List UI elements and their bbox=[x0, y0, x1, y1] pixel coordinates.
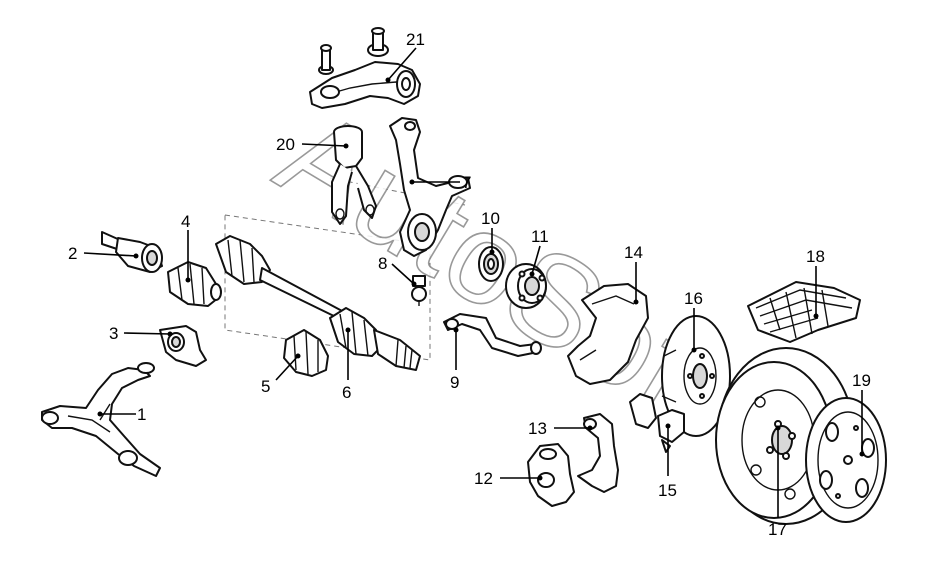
callout-11: 11 bbox=[529, 227, 549, 277]
callout-13: 13 bbox=[528, 419, 593, 438]
lower-control-arm bbox=[41, 362, 161, 477]
caliper-bracket bbox=[577, 413, 619, 493]
callout-label-15: 15 bbox=[658, 481, 677, 500]
wheel-bearing bbox=[478, 246, 504, 282]
callout-20: 20 bbox=[276, 135, 349, 154]
ball-joint bbox=[411, 275, 427, 306]
callout-18: 18 bbox=[806, 247, 825, 319]
callout-14: 14 bbox=[624, 243, 643, 305]
callout-label-5: 5 bbox=[261, 377, 270, 396]
stabilizer-bushing bbox=[159, 325, 207, 367]
callout-12: 12 bbox=[474, 469, 543, 488]
callout-15: 15 bbox=[658, 423, 677, 500]
callout-10: 10 bbox=[481, 209, 500, 255]
callout-label-17: 17 bbox=[768, 520, 787, 539]
callout-label-21: 21 bbox=[406, 30, 425, 49]
callout-label-16: 16 bbox=[684, 289, 703, 308]
tire bbox=[747, 281, 861, 343]
callout-label-3: 3 bbox=[109, 324, 118, 343]
callout-label-13: 13 bbox=[528, 419, 547, 438]
callout-7: 7 bbox=[409, 173, 471, 192]
callout-21: 21 bbox=[385, 30, 425, 83]
callout-label-2: 2 bbox=[68, 244, 77, 263]
callout-label-19: 19 bbox=[852, 371, 871, 390]
callout-label-20: 20 bbox=[276, 135, 295, 154]
steering-knuckle bbox=[389, 117, 471, 257]
callout-label-18: 18 bbox=[806, 247, 825, 266]
callout-8: 8 bbox=[378, 254, 417, 287]
drive-shaft bbox=[215, 235, 421, 371]
inner-cv-joint bbox=[101, 231, 163, 273]
callout-label-8: 8 bbox=[378, 254, 387, 273]
outer-cv-boot bbox=[283, 329, 329, 377]
callout-19: 19 bbox=[852, 371, 871, 457]
callout-label-7: 7 bbox=[462, 173, 471, 192]
strut-fork bbox=[331, 125, 377, 225]
brake-disc bbox=[661, 315, 731, 437]
inner-cv-boot bbox=[167, 261, 222, 307]
callout-label-9: 9 bbox=[450, 373, 459, 392]
callout-label-1: 1 bbox=[137, 405, 146, 424]
callout-17: 17 bbox=[768, 425, 787, 539]
callout-label-11: 11 bbox=[531, 227, 549, 246]
callout-16: 16 bbox=[684, 289, 703, 353]
callout-label-14: 14 bbox=[624, 243, 643, 262]
brake-hose bbox=[443, 313, 542, 357]
callout-4: 4 bbox=[181, 212, 191, 283]
axis-guides bbox=[224, 177, 466, 361]
callout-1: 1 bbox=[97, 405, 146, 424]
callout-3: 3 bbox=[109, 324, 173, 343]
callout-9: 9 bbox=[450, 327, 459, 392]
upper-control-arm bbox=[309, 27, 421, 109]
brake-dust-shield bbox=[567, 283, 649, 385]
callout-label-4: 4 bbox=[181, 212, 190, 231]
callout-label-12: 12 bbox=[474, 469, 493, 488]
wheel-hub bbox=[505, 263, 547, 309]
callout-5: 5 bbox=[261, 353, 301, 396]
callout-6: 6 bbox=[342, 327, 351, 402]
hub-cap bbox=[805, 397, 887, 523]
callouts: 1 2 3 4 5 6 7 bbox=[68, 30, 871, 539]
callout-label-10: 10 bbox=[481, 209, 500, 228]
brake-caliper bbox=[527, 443, 575, 507]
callout-label-6: 6 bbox=[342, 383, 351, 402]
callout-2: 2 bbox=[68, 244, 139, 263]
